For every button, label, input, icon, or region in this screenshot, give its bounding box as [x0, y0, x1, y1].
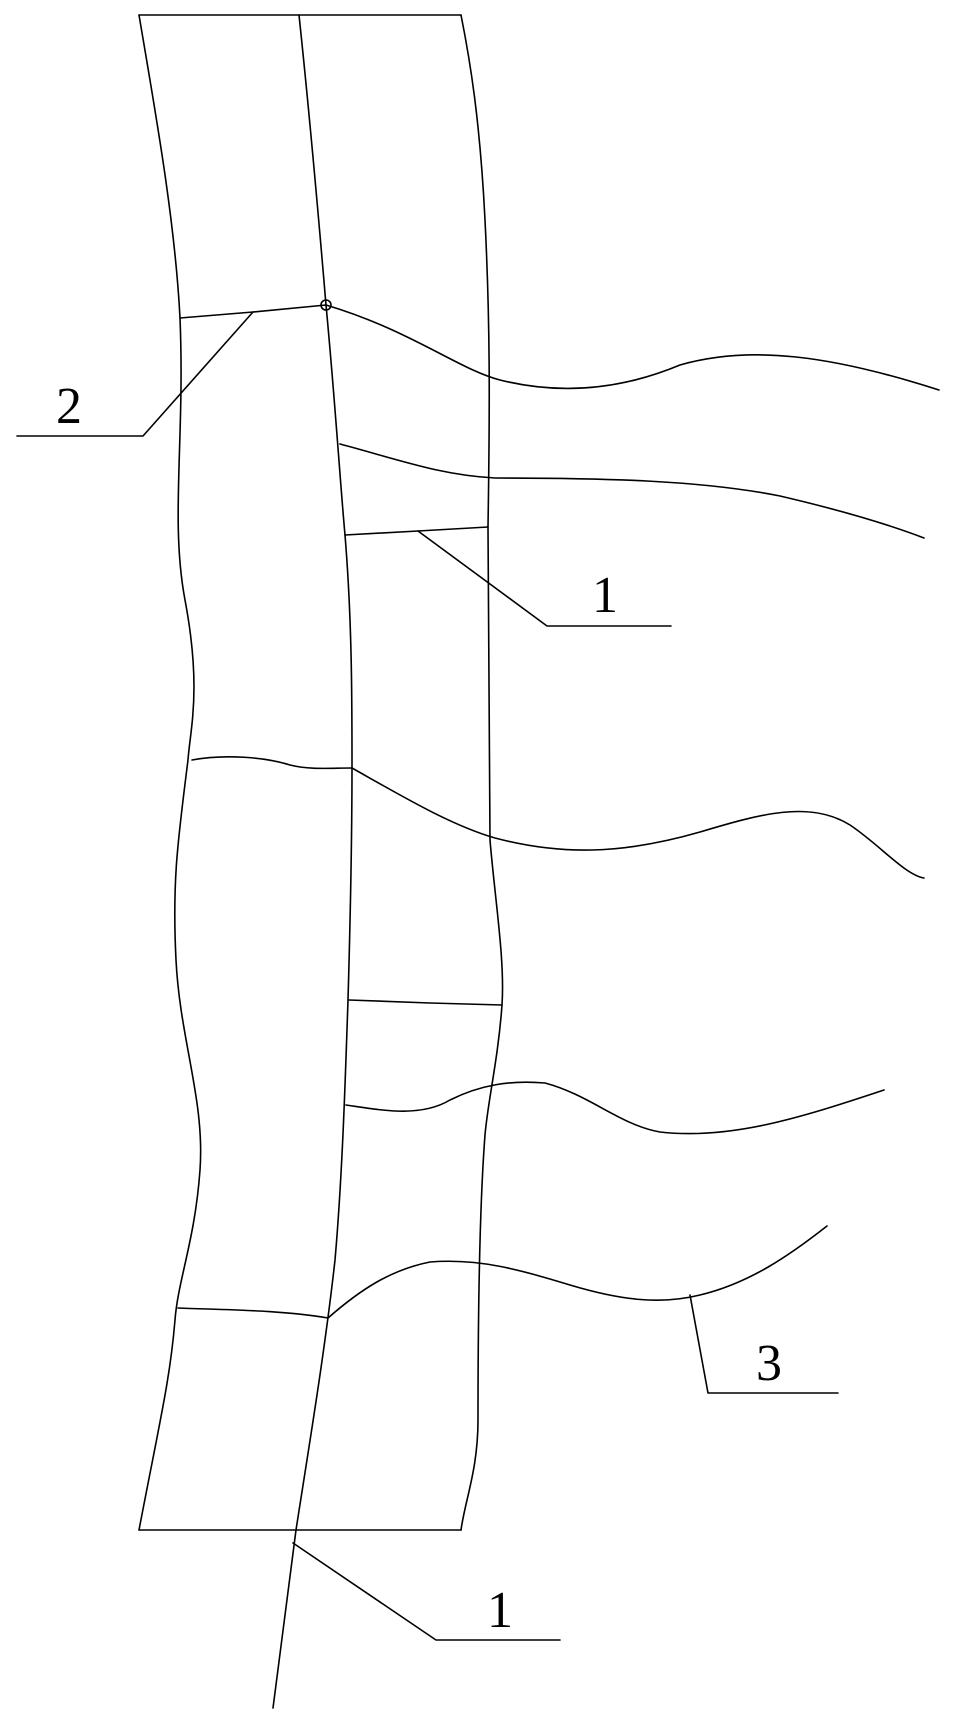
right-curve-4: [345, 1081, 885, 1135]
band-right-boundary: [460, 14, 504, 1531]
cross-section-5: [177, 1307, 329, 1319]
leader-line-3: [689, 1294, 839, 1394]
label-3: 3: [756, 1335, 782, 1392]
label-2: 2: [56, 378, 82, 435]
right-curve-3: [351, 767, 925, 879]
central-line: [272, 14, 353, 1709]
cross-section-4: [348, 999, 503, 1006]
label-1-lower: 1: [487, 1582, 513, 1639]
right-curve-5: [327, 1225, 828, 1319]
cross-section-2: [344, 526, 489, 536]
leader-line-1-upper: [417, 530, 672, 627]
right-curve-2: [339, 443, 925, 539]
leader-line-1-lower: [292, 1542, 561, 1641]
cross-section-3: [191, 756, 353, 770]
right-curve-1: [325, 304, 940, 391]
label-1-upper: 1: [592, 567, 618, 624]
band-left-boundary: [138, 14, 202, 1531]
leader-line-2: [16, 311, 254, 437]
